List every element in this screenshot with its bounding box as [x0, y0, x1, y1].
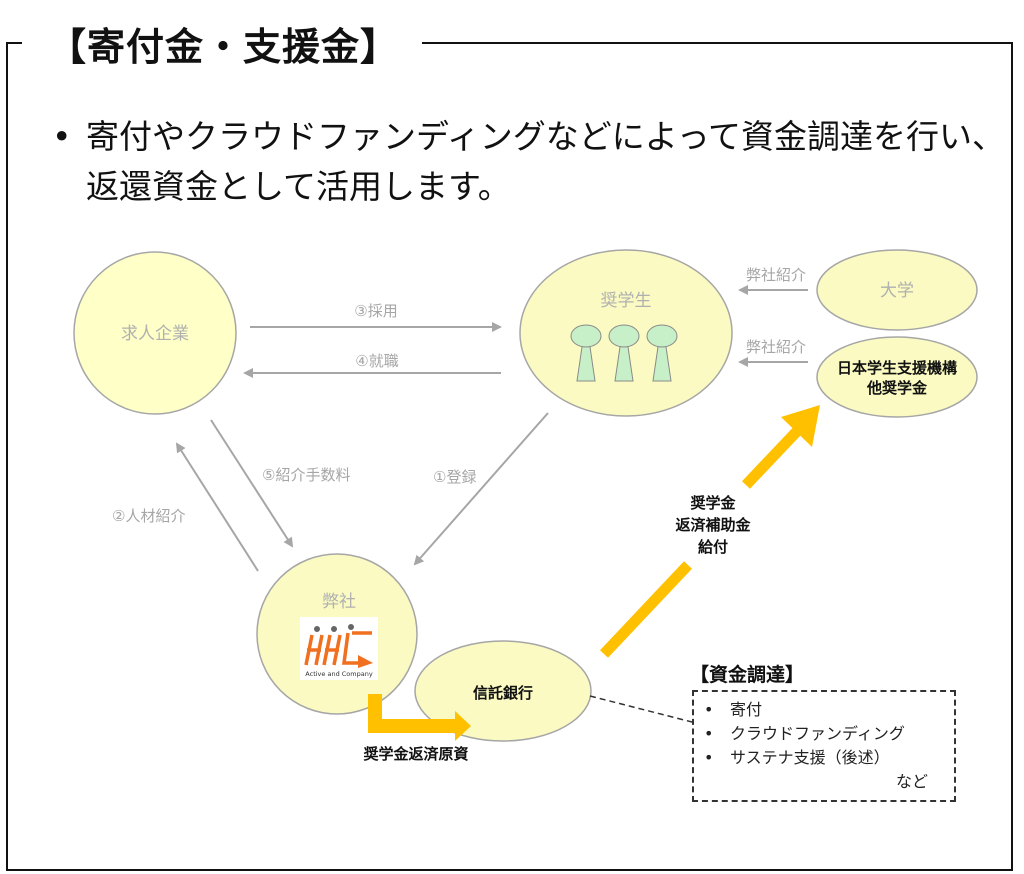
funding-connector [589, 695, 693, 723]
slide-frame [6, 42, 1013, 871]
node-university: 大学 [816, 249, 978, 331]
arrow-intro-university: 弊社紹介 [738, 266, 808, 295]
title-background [22, 14, 422, 70]
arrow-talent-referral: ②人材紹介 [112, 442, 259, 572]
arrow-intro-university-label: 弊社紹介 [746, 266, 806, 284]
node-company-label: 弊社 [322, 592, 356, 612]
node-employer: 求人企業 [73, 251, 237, 415]
students-icon [570, 324, 678, 382]
arrow-intro-jasso-label: 弊社紹介 [746, 338, 806, 356]
arrow-register-label: ①登録 [433, 468, 476, 486]
arrow-subsidy: 奨学金 返済補助金 給付 [600, 405, 820, 658]
node-company: 弊社 Active and Company [256, 553, 418, 715]
arrow-referral-fee-label: ⑤紹介手数料 [262, 466, 350, 484]
arrow-register: ①登録 [413, 412, 549, 566]
funding-item: •クラウドファンディング [704, 724, 905, 743]
company-logo: Active and Company [300, 617, 378, 680]
arrow-repayment-source: 奨学金返済原資 [363, 694, 471, 763]
arrow-employment-label: ④就職 [355, 352, 398, 370]
node-scholar: 奨学生 [519, 249, 733, 417]
funding-item: •サステナ支援（後述） [704, 748, 890, 767]
funding-box: •寄付 •クラウドファンディング •サステナ支援（後述） など [692, 690, 956, 802]
arrow-employment: ④就職 [243, 352, 501, 378]
funding-title: 【資金調達】 [690, 664, 805, 686]
body-line-1: 寄付やクラウドファンディングなどによって資金調達を行い、 [86, 117, 1006, 156]
logo-caption: Active and Company [305, 670, 373, 678]
arrow-intro-jasso: 弊社紹介 [738, 338, 808, 367]
arrow-subsidy-label-2: 返済補助金 [675, 516, 751, 534]
body-bullet: • 寄付やクラウドファンディングなどによって資金調達を行い、 返還資金として活用… [52, 112, 1005, 212]
node-jasso-label-2: 他奨学金 [866, 379, 928, 397]
node-employer-label: 求人企業 [121, 324, 189, 344]
funding-item: •寄付 [704, 700, 763, 719]
funding-list: •寄付 •クラウドファンディング •サステナ支援（後述） [694, 698, 954, 770]
arrow-subsidy-label-1: 奨学金 [690, 494, 736, 512]
node-university-label: 大学 [880, 281, 914, 301]
arrow-talent-referral-label: ②人材紹介 [112, 507, 185, 525]
arrow-subsidy-label-3: 給付 [698, 538, 728, 556]
bullet-dot: • [52, 117, 72, 156]
arrow-hire: ③採用 [250, 302, 502, 332]
node-scholar-label: 奨学生 [601, 291, 652, 311]
person-icon [570, 324, 602, 382]
person-icon [646, 324, 678, 382]
arrow-referral-fee: ⑤紹介手数料 [210, 419, 350, 548]
slide-title: 【寄付金・支援金】 [48, 25, 400, 69]
funding-etc: など [895, 772, 928, 791]
arrow-hire-label: ③採用 [354, 302, 397, 320]
node-jasso-label-1: 日本学生支援機構 [837, 359, 957, 377]
person-icon [608, 324, 640, 382]
arrow-repayment-source-label: 奨学金返済原資 [363, 745, 468, 763]
node-jasso: 日本学生支援機構 他奨学金 [816, 336, 978, 418]
node-trust-bank-label: 信託銀行 [473, 684, 533, 702]
body-line-2: 返還資金として活用します。 [86, 167, 511, 206]
